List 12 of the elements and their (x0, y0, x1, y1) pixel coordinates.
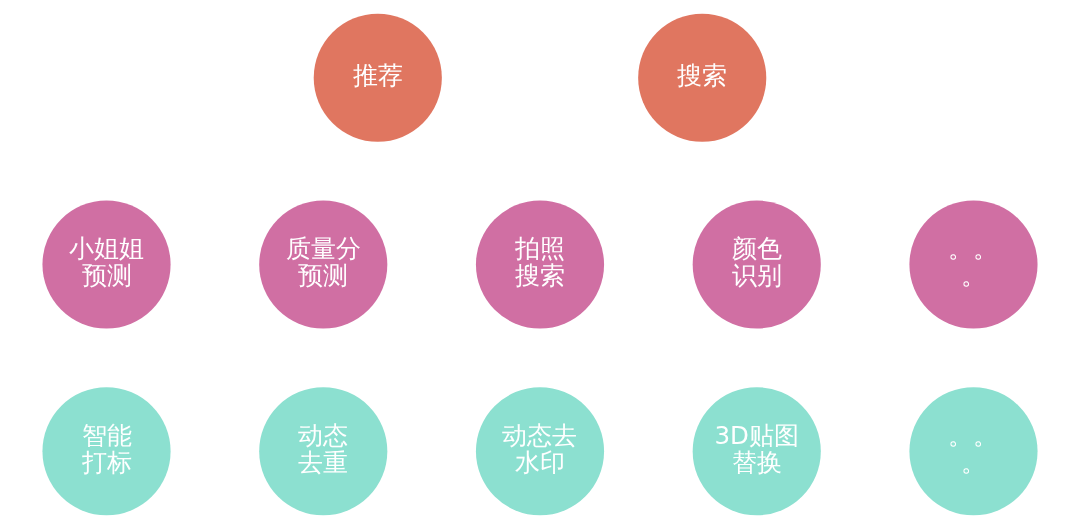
node-circle: 搜索 (638, 13, 767, 142)
node-circle: 质量分预测 (259, 200, 388, 329)
node-circle: 推荐 (313, 13, 442, 142)
node-circle: 颜色识别 (692, 200, 821, 329)
node-circle: 拍照搜索 (475, 200, 605, 329)
node-circle: 。。。 (909, 200, 1038, 329)
node-circle: 3D贴图替换 (692, 387, 821, 516)
node-circle: 动态去重 (259, 387, 388, 516)
node-circle: 。。。 (909, 387, 1038, 516)
node-circle: 动态去水印 (475, 387, 605, 516)
node-circle: 小姐姐预测 (42, 200, 171, 329)
node-circle: 智能打标 (42, 387, 171, 516)
